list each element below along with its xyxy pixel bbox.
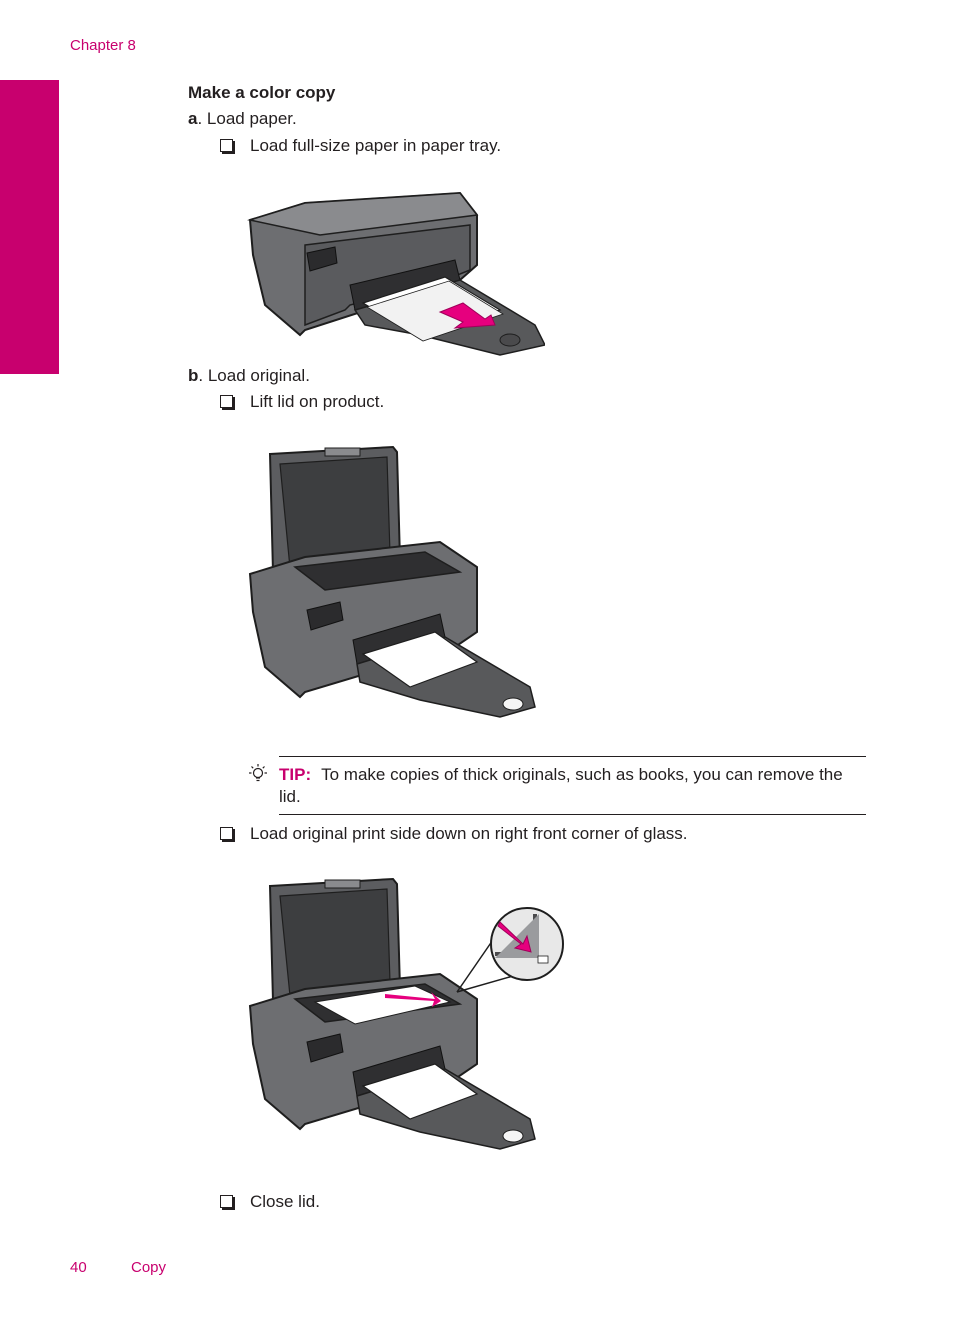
tip-label: TIP: <box>279 765 312 784</box>
printer-load-original-illustration <box>248 877 564 1150</box>
checklist-item-text: Load full-size paper in paper tray. <box>250 136 502 155</box>
lightbulb-icon <box>249 764 267 782</box>
tip-box: TIP:To make copies of thick originals, s… <box>279 764 869 808</box>
checklist-item: Load original print side down on right f… <box>220 824 688 844</box>
step-text: . Load paper. <box>197 109 297 128</box>
checkbox-icon <box>220 395 233 408</box>
side-tab-label: Copy <box>21 409 37 443</box>
tip-top-rule <box>279 756 866 757</box>
tip-bottom-rule <box>279 814 866 815</box>
printer-load-paper-illustration <box>247 191 545 356</box>
step-text: . Load original. <box>198 366 310 385</box>
step-b: b. Load original. <box>188 366 310 386</box>
checklist-item: Load full-size paper in paper tray. <box>220 136 501 156</box>
checkbox-icon <box>220 1195 233 1208</box>
tip-text: To make copies of thick originals, such … <box>279 765 843 806</box>
footer-section: Copy <box>131 1259 167 1276</box>
checklist-item-text: Lift lid on product. <box>250 392 385 411</box>
side-tab: Copy <box>0 80 59 442</box>
checklist-item-text: Close lid. <box>250 1192 320 1211</box>
step-letter: b <box>188 366 199 385</box>
checkbox-icon <box>220 139 233 152</box>
step-a: a. Load paper. <box>188 109 297 129</box>
printer-lid-open-illustration <box>248 445 536 718</box>
checklist-item-text: Load original print side down on right f… <box>250 824 688 843</box>
checklist-item: Lift lid on product. <box>220 392 384 412</box>
checklist-item: Close lid. <box>220 1192 320 1212</box>
step-letter: a <box>188 109 198 128</box>
page-number: 40 <box>70 1259 87 1276</box>
section-title: Make a color copy <box>188 83 336 102</box>
checkbox-icon <box>220 827 233 840</box>
chapter-header: Chapter 8 <box>70 37 136 54</box>
